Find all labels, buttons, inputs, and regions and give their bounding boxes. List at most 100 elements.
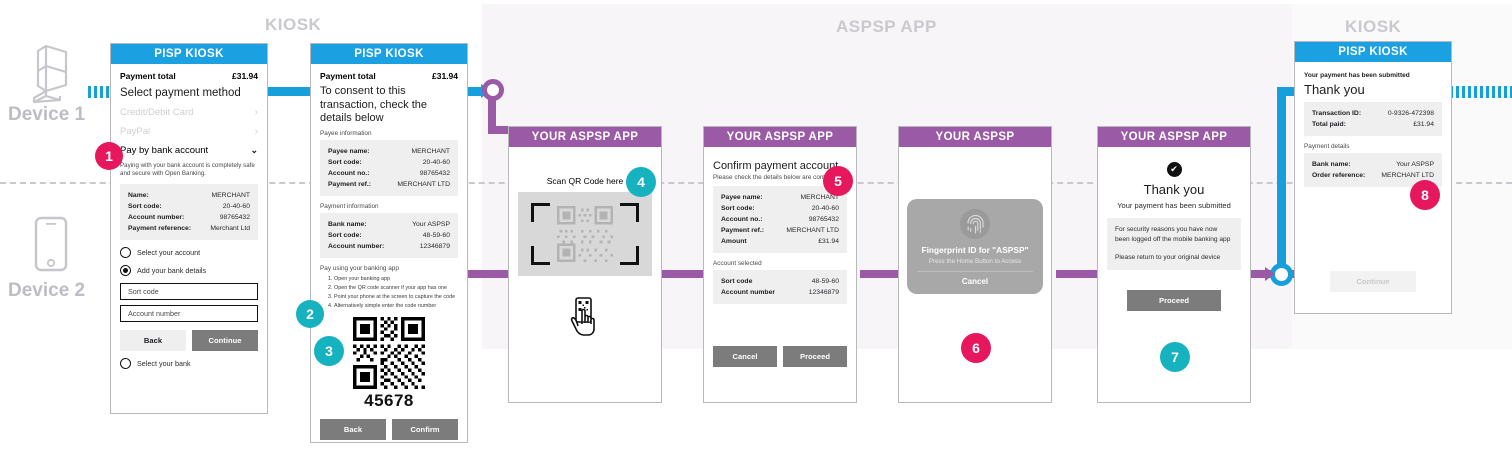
- step-badge-1-label: 1: [105, 148, 113, 164]
- card7-info-block: For security reasons you have now been l…: [1107, 218, 1241, 270]
- radio-select-your-bank[interactable]: Select your bank: [120, 358, 258, 369]
- viewfinder-corner-icon: [531, 203, 550, 222]
- option-pay-by-bank-account-label: Pay by bank account: [120, 145, 209, 156]
- card2-payee-label: Payee information: [320, 129, 372, 137]
- info-spacer: [1115, 244, 1233, 253]
- detail-row: Account number: 98765432: [128, 212, 250, 223]
- continue-button[interactable]: Continue: [1330, 271, 1416, 292]
- viewfinder-corner-icon: [620, 246, 639, 265]
- instruction-item: Alternatively simple enter the code numb…: [334, 302, 458, 311]
- detail-row: Payment ref.: MERCHANT LTD: [328, 179, 450, 190]
- card7-subheading: Your payment has been submitted: [1117, 201, 1231, 210]
- step-badge-8: 8: [1410, 180, 1440, 210]
- account-number-input[interactable]: Account number: [120, 305, 258, 322]
- option-credit-debit-card[interactable]: Credit/Debit Card ›: [120, 103, 258, 122]
- sort-code-input[interactable]: Sort code: [120, 283, 258, 300]
- detail-row: Payee name: MERCHANT: [328, 146, 450, 157]
- card1-total-row: Payment total £31.94: [120, 71, 258, 81]
- card2-total-row: Payment total £31.94: [320, 71, 458, 81]
- detail-row: Sort code: 20-40-60: [328, 157, 450, 168]
- confirm-button[interactable]: Confirm: [392, 418, 458, 440]
- continue-button[interactable]: Continue: [192, 330, 258, 351]
- detail-value: 12346879: [419, 242, 450, 250]
- detail-row: Bank name: Your ASPSP: [328, 219, 450, 230]
- aspsp-band-label: ASPSP APP: [836, 17, 937, 36]
- flow-purple-drop: [488, 92, 496, 132]
- card-aspsp-thank-you[interactable]: YOUR ASPSP APP ✔ Thank you Your payment …: [1097, 126, 1251, 403]
- flow-purple-seg-6-7: [1056, 270, 1100, 278]
- card-kiosk-consent[interactable]: PISP KIOSK Payment total £31.94 To conse…: [310, 43, 468, 443]
- card2-total-label: Payment total: [320, 71, 376, 81]
- detail-key: Name:: [128, 192, 149, 199]
- device-1-label: Device 1: [8, 104, 86, 125]
- qr-code-faded-image: [557, 206, 613, 262]
- step-badge-6: 6: [961, 333, 991, 363]
- card-kiosk-select-payment[interactable]: PISP KIOSK Payment total £31.94 Select p…: [110, 43, 268, 414]
- qr-scan-viewfinder[interactable]: [518, 192, 652, 276]
- fingerprint-modal[interactable]: Fingerprint ID for "ASPSP" Press the Hom…: [907, 199, 1043, 294]
- card-kiosk-thank-you[interactable]: PISP KIOSK Your payment has been submitt…: [1294, 41, 1452, 314]
- detail-row: Bank name: Your ASPSP: [1312, 159, 1434, 170]
- detail-key: Payment reference:: [128, 225, 192, 232]
- option-pay-by-bank-account[interactable]: Pay by bank account ⌄: [120, 141, 258, 160]
- detail-value: Your ASPSP: [1396, 161, 1434, 168]
- card4-scan-label: Scan QR Code here: [546, 176, 624, 186]
- info-line: For security reasons you have now: [1115, 226, 1218, 233]
- detail-key: Payment ref.:: [328, 180, 372, 188]
- mobile-phone-icon: [32, 215, 70, 278]
- fingerprint-title: Fingerprint ID for "ASPSP": [921, 245, 1029, 255]
- kiosk-right-label: KIOSK: [1345, 17, 1402, 36]
- fingerprint-icon-wrap: [960, 209, 990, 239]
- back-button[interactable]: Back: [120, 330, 186, 351]
- detail-key: Payee name:: [721, 194, 763, 201]
- proceed-button[interactable]: Proceed: [1127, 289, 1221, 311]
- card2-total-value: £31.94: [432, 71, 458, 81]
- card2-instructions: Open your banking app Open the QR code s…: [320, 275, 458, 311]
- detail-row: Account no.: 98765432: [721, 214, 839, 225]
- card5-button-row: Cancel Proceed: [713, 346, 847, 367]
- radio-select-your-account[interactable]: Select your account: [120, 247, 258, 258]
- flow-purple-seg-5-6: [860, 270, 904, 278]
- back-button[interactable]: Back: [320, 418, 386, 440]
- card5-header: YOUR ASPSP APP: [704, 127, 856, 147]
- detail-key: Account number:: [328, 242, 385, 250]
- detail-key: Sort code: [721, 278, 753, 285]
- detail-value: £31.94: [818, 238, 839, 245]
- card4-header: YOUR ASPSP APP: [509, 127, 661, 147]
- detail-row: Sort code: 20-40-60: [128, 201, 250, 212]
- fingerprint-cancel-button[interactable]: Cancel: [961, 277, 989, 286]
- flow-blue-card2-to-node: [466, 87, 486, 96]
- cancel-button[interactable]: Cancel: [713, 346, 777, 367]
- step-badge-4-label: 4: [637, 174, 645, 190]
- detail-key: Payment ref.:: [721, 227, 765, 234]
- detail-value: MERCHANT: [800, 194, 839, 201]
- instruction-item: Open your banking app: [334, 275, 458, 284]
- detail-value: 12346879: [808, 289, 839, 296]
- detail-key: Account number: [721, 289, 776, 296]
- card5-subheading: Please check the details below are corre…: [713, 174, 833, 181]
- viewfinder-corner-icon: [531, 246, 550, 265]
- viewfinder-corner-icon: [620, 203, 639, 222]
- card2-button-row: Back Confirm: [320, 418, 458, 440]
- detail-row: Payee name: MERCHANT: [721, 192, 839, 203]
- account-number-input-placeholder: Account number: [128, 309, 181, 318]
- detail-value: MERCHANT: [211, 192, 250, 199]
- card1-header: PISP KIOSK: [111, 44, 267, 64]
- radio-add-your-bank-details[interactable]: Add your bank details: [120, 265, 258, 276]
- card7-heading: Thank you: [1143, 182, 1205, 197]
- card7-button-row: Proceed: [1107, 289, 1241, 311]
- step-badge-3: 3: [314, 336, 344, 366]
- option-paypal[interactable]: PayPal ›: [120, 122, 258, 141]
- step-badge-7-label: 7: [1171, 349, 1179, 365]
- detail-value: 20-40-60: [811, 205, 839, 212]
- detail-value: 20-40-60: [422, 158, 450, 166]
- card2-header: PISP KIOSK: [311, 44, 467, 64]
- qr-code-number: 45678: [364, 390, 414, 410]
- flow-arrow-return: [1265, 267, 1275, 281]
- detail-key: Sort code:: [128, 203, 162, 210]
- proceed-button[interactable]: Proceed: [783, 346, 847, 367]
- chevron-down-icon: ⌄: [250, 145, 258, 155]
- detail-key: Transaction ID:: [1312, 110, 1362, 117]
- step-badge-3-label: 3: [325, 343, 333, 359]
